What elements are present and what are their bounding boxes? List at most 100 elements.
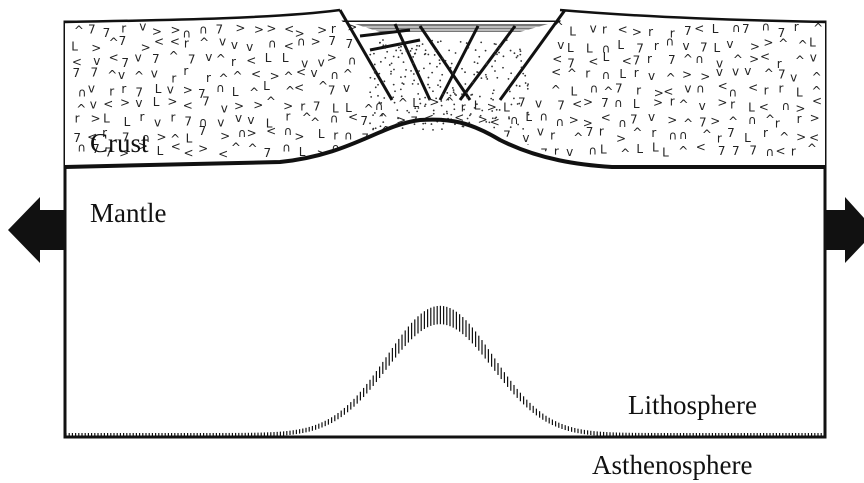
crust-texture-mark: < — [294, 80, 304, 94]
crust-texture-mark: ^ — [398, 96, 408, 110]
stipple-dot — [506, 39, 508, 41]
stipple-dot — [520, 60, 522, 62]
crust-texture-mark: ^ — [266, 95, 276, 109]
stipple-dot — [422, 43, 424, 45]
stipple-dot — [460, 41, 462, 43]
crust-texture-mark: ∩ — [77, 141, 86, 155]
stipple-dot — [440, 86, 442, 88]
crust-texture-mark: v — [219, 35, 226, 49]
crust-texture-mark: v — [566, 145, 573, 159]
stipple-dot — [463, 109, 465, 111]
stipple-dot — [401, 53, 403, 55]
stipple-dot — [429, 99, 431, 101]
crust-texture-mark: L — [364, 143, 371, 157]
stipple-dot — [414, 52, 416, 54]
crust-texture-mark: > — [406, 146, 416, 160]
stipple-dot — [525, 82, 527, 84]
crust-texture-mark: < — [760, 49, 770, 63]
crust-texture-mark: v — [205, 50, 212, 64]
stipple-dot — [392, 96, 394, 98]
crust-texture-mark: r — [206, 71, 211, 85]
stipple-dot — [427, 54, 429, 56]
crust-texture-mark: < — [696, 140, 706, 154]
stipple-dot — [375, 86, 377, 88]
crust-texture-mark: v — [699, 99, 706, 113]
mantle-label: Mantle — [90, 198, 166, 228]
crust-texture-mark: 7 — [557, 98, 565, 112]
stipple-dot — [461, 93, 463, 95]
crust-texture-mark: v — [135, 50, 142, 64]
lithosphere-label: Lithosphere — [628, 390, 757, 420]
crust-texture-mark: r — [763, 126, 768, 140]
stipple-dot — [502, 67, 504, 69]
stipple-dot — [391, 62, 393, 64]
crust-texture-mark: ^ — [795, 53, 805, 67]
crust-label: Crust — [90, 128, 149, 158]
crust-texture-mark: ∩ — [539, 109, 548, 123]
stipple-dot — [503, 55, 505, 57]
stipple-dot — [381, 115, 383, 117]
stipple-dot — [453, 89, 455, 91]
stipple-dot — [424, 97, 426, 99]
stipple-dot — [480, 115, 482, 117]
crust-texture-mark: r — [554, 145, 559, 159]
stipple-dot — [447, 99, 449, 101]
crust-texture-mark: r — [140, 110, 145, 124]
crust-texture-mark: ^ — [231, 140, 241, 154]
stipple-dot — [374, 70, 376, 72]
crust-texture-mark: ∩ — [781, 99, 790, 113]
crust-texture-mark: L — [474, 98, 481, 112]
stipple-dot — [413, 79, 415, 81]
stipple-dot — [450, 95, 452, 97]
stipple-dot — [441, 74, 443, 76]
crust-texture-mark: r — [75, 112, 80, 126]
stipple-dot — [475, 49, 477, 51]
crust-texture-mark: > — [156, 130, 166, 144]
crust-texture-mark: L — [652, 140, 659, 154]
crust-texture-mark: r — [791, 145, 796, 159]
crust-texture-mark: ∩ — [555, 115, 564, 129]
crust-texture-mark: < — [246, 53, 256, 67]
crust-texture-mark: v — [118, 68, 125, 82]
crust-texture-mark: r — [647, 52, 652, 66]
crust-texture-mark: < — [183, 146, 193, 160]
stipple-dot — [424, 123, 426, 125]
stipple-dot — [439, 59, 441, 61]
stipple-dot — [461, 68, 463, 70]
stipple-dot — [517, 124, 519, 126]
stipple-dot — [402, 127, 404, 129]
stipple-dot — [428, 77, 430, 79]
crust-texture-mark: 7 — [328, 34, 336, 48]
crust-texture-mark: L — [569, 24, 576, 38]
stipple-dot — [527, 88, 529, 90]
stipple-dot — [425, 103, 427, 105]
stipple-dot — [494, 54, 496, 56]
stipple-dot — [413, 62, 415, 64]
crust-texture-mark: < — [718, 79, 728, 93]
stipple-dot — [374, 64, 376, 66]
stipple-dot — [522, 128, 524, 130]
stipple-dot — [400, 42, 402, 44]
stipple-dot — [433, 113, 435, 115]
crust-texture-mark: L — [71, 40, 78, 54]
stipple-dot — [384, 57, 386, 59]
stipple-dot — [508, 88, 510, 90]
crust-texture-mark: < — [103, 97, 113, 111]
crust-texture-mark: < — [170, 35, 180, 49]
crust-texture-mark: < — [694, 22, 704, 36]
stipple-dot — [464, 83, 466, 85]
crust-texture-mark: ^ — [199, 35, 209, 49]
crust-texture-mark: r — [585, 66, 590, 80]
crust-texture-mark: r — [717, 131, 722, 145]
crust-texture-mark: L — [600, 143, 607, 157]
stipple-dot — [514, 77, 516, 79]
extension-arrow-left — [8, 197, 65, 263]
crust-texture-mark: > — [198, 142, 208, 156]
crust-texture-mark: L — [103, 111, 110, 125]
crust-texture-mark: 7 — [313, 99, 321, 113]
stipple-dot — [369, 77, 371, 79]
crust-texture-mark: v — [744, 64, 751, 78]
stipple-dot — [519, 54, 521, 56]
crust-texture-mark: ∩ — [282, 141, 291, 155]
stipple-dot — [435, 97, 437, 99]
